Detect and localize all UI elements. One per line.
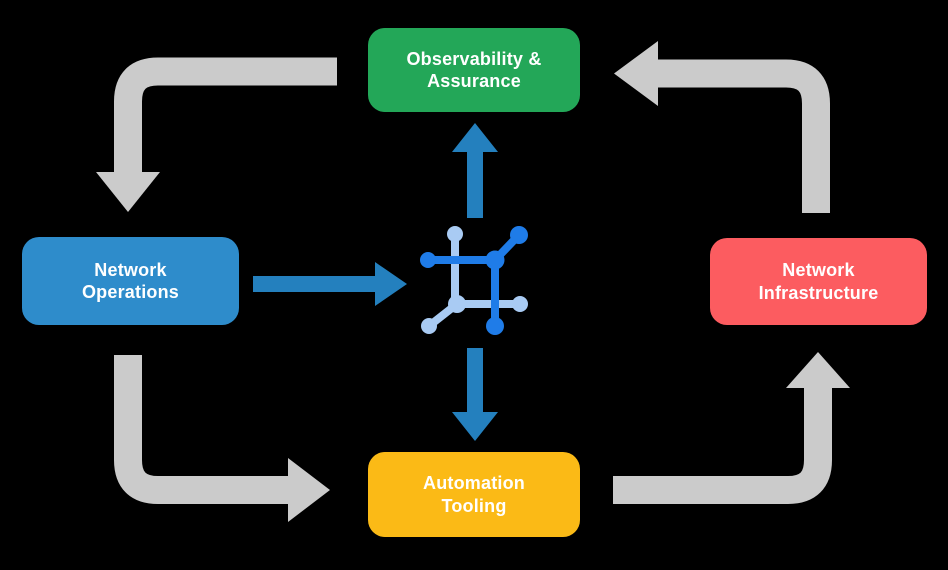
mesh-dark-node-corner: [485, 250, 505, 270]
arrow-right-head-icon: [288, 458, 330, 522]
node-observability-assurance: Observability & Assurance: [368, 28, 580, 112]
node-network-infrastructure-label: Network Infrastructure: [758, 260, 879, 303]
center-arrows: [253, 123, 498, 441]
node-observability-assurance-label: Observability & Assurance: [406, 48, 542, 92]
mesh-light-nodes: [421, 226, 528, 334]
mesh-dark-node-bottom: [486, 317, 504, 335]
mesh-light-node-bottom-left: [421, 318, 437, 334]
arrow-center-to-observability-icon: [452, 123, 498, 218]
mesh-light-node-corner: [448, 295, 466, 313]
arrow-operations-to-center-icon: [253, 262, 407, 306]
node-automation-tooling: Automation Tooling: [368, 452, 580, 537]
mesh-dark-node-top-right: [510, 226, 528, 244]
mesh-light-node-right: [512, 296, 528, 312]
node-network-operations: Network Operations: [22, 237, 239, 325]
mesh-dark-node-left: [420, 252, 436, 268]
arrow-observability-to-operations-line: [114, 57, 337, 172]
node-network-operations-label: Network Operations: [81, 259, 180, 303]
node-automation-tooling-label: Automation Tooling: [423, 473, 525, 516]
arrow-automation-to-infrastructure-line: [613, 388, 832, 504]
cycle-arrow-lines: [114, 57, 832, 504]
mesh-network-icon: [420, 226, 528, 335]
arrow-down-head-icon: [96, 172, 160, 212]
mesh-dark-nodes: [420, 226, 528, 335]
arrow-left-head-icon: [614, 41, 658, 106]
mesh-light-node-top: [447, 226, 463, 242]
node-network-infrastructure: Network Infrastructure: [710, 238, 927, 325]
arrow-center-to-automation-icon: [452, 348, 498, 441]
cycle-arrow-heads: [96, 41, 850, 522]
arrow-up-head-icon: [786, 352, 850, 388]
arrow-operations-to-automation-line: [114, 355, 288, 504]
arrow-infrastructure-to-observability-line: [658, 59, 830, 213]
